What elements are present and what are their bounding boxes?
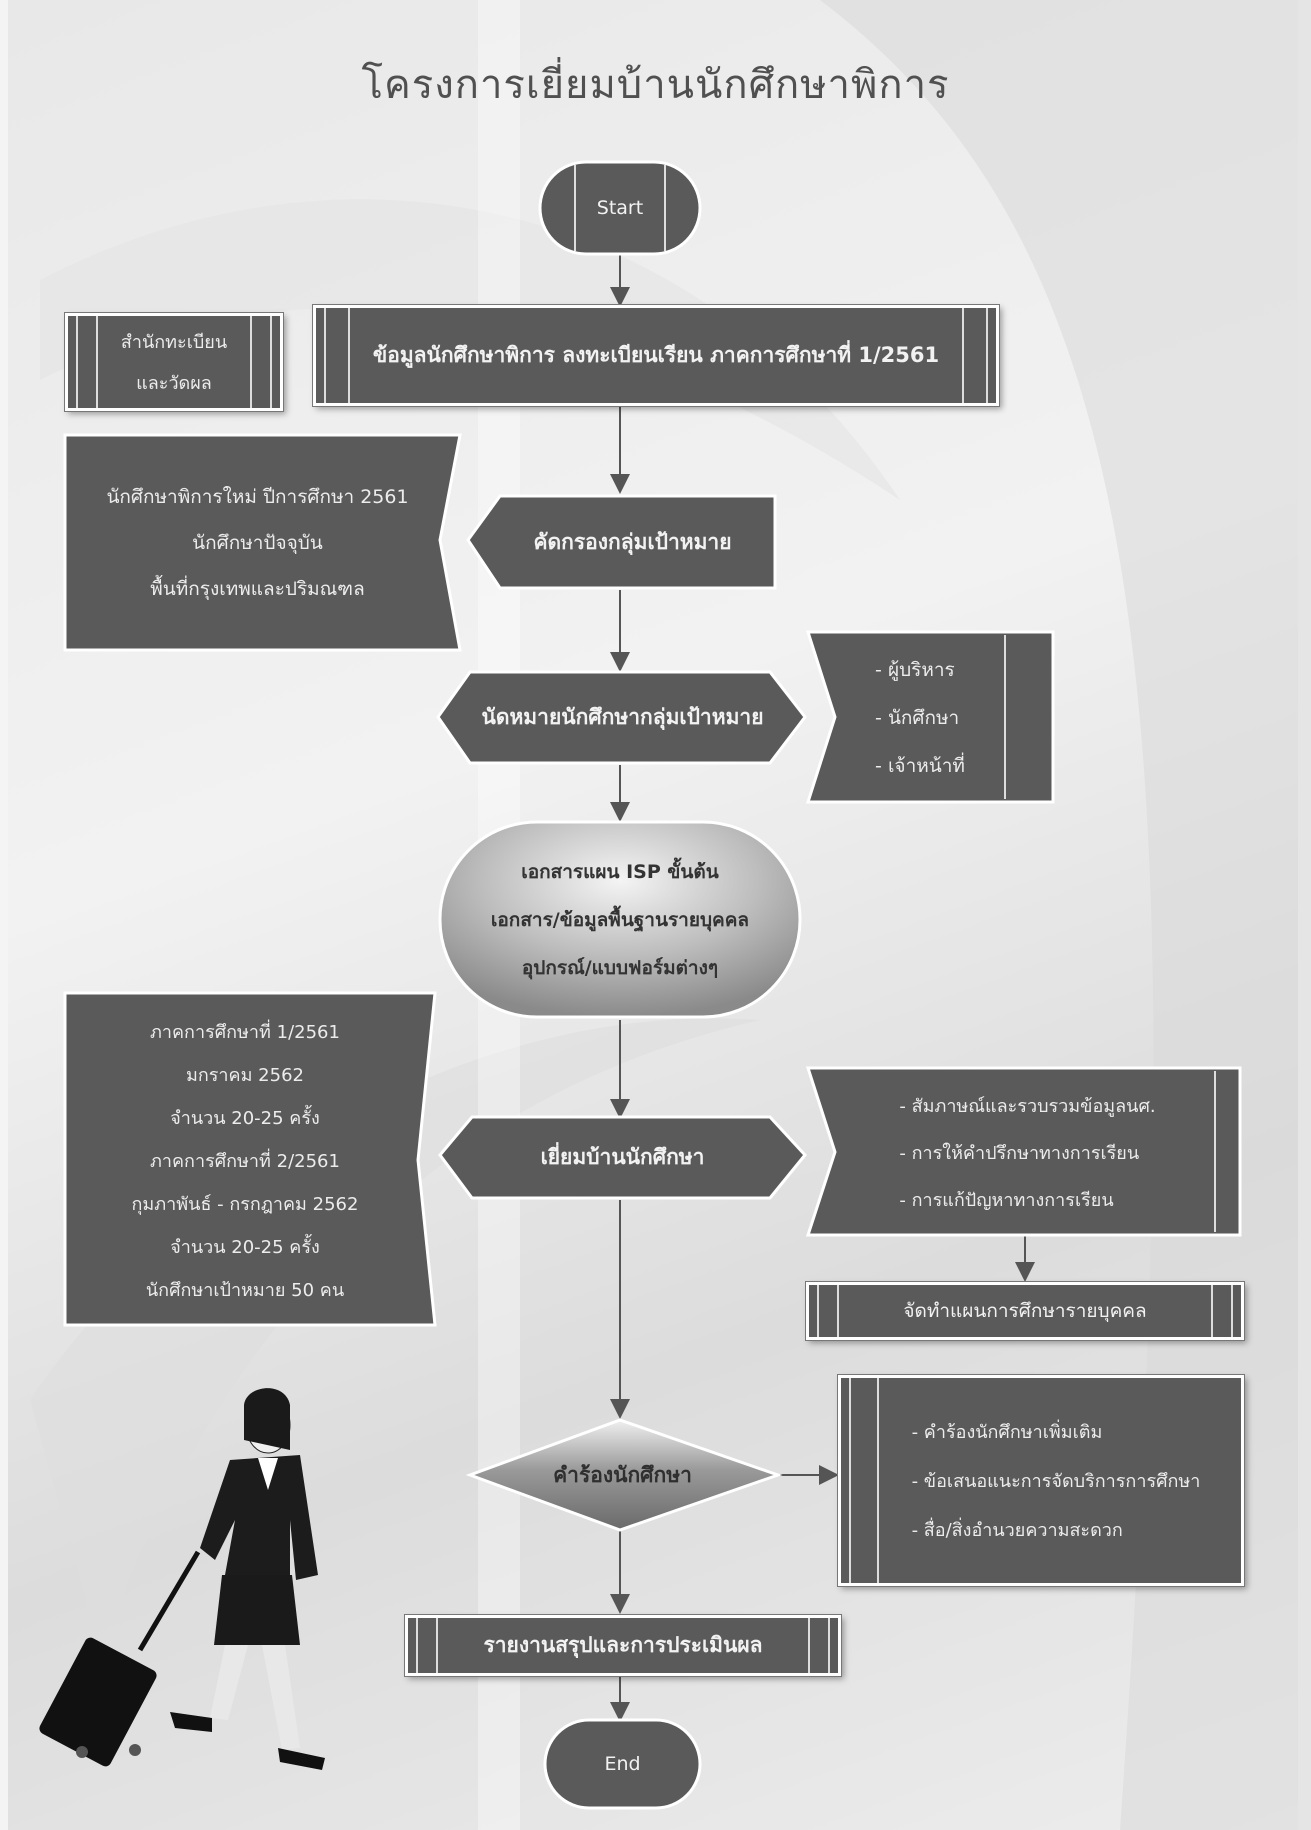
screen-target-label: คัดกรองกลุ่มเป้าหมาย (533, 529, 732, 554)
request-item-2: - ข้อเสนอแนะการจัดบริการการศึกษา (911, 1471, 1201, 1492)
criteria-line-3: พื้นที่กรุงเทพและปริมณฑล (150, 577, 365, 600)
report-label: รายงานสรุปและการประเมินผล (483, 1633, 763, 1657)
schedule-line-2: มกราคม 2562 (186, 1064, 304, 1086)
visit-activity-1: - สัมภาษณ์และรวบรวมข้อมูลนศ. (899, 1096, 1156, 1117)
request-item-1: - คำร้องนักศึกษาเพิ่มเติม (911, 1422, 1103, 1443)
registration-office-box: สำนักทะเบียน และวัดผล (65, 313, 283, 411)
start-terminal: Start (596, 197, 644, 219)
documents-line-1: เอกสารแผน ISP ขั้นต้น (521, 860, 719, 883)
schedule-line-6: จำนวน 20-25 ครั้ง (170, 1236, 320, 1258)
page-title: โครงการเยี่ยมบ้านนักศึกษาพิการ (361, 62, 950, 108)
schedule-line-4: ภาคการศึกษาที่ 2/2561 (150, 1150, 340, 1172)
visit-activity-2: - การให้คำปรึกษาทางการเรียน (899, 1143, 1140, 1164)
request-items-box: - คำร้องนักศึกษาเพิ่มเติม - ข้อเสนอแนะกา… (838, 1375, 1244, 1586)
criteria-line-1: นักศึกษาพิการใหม่ ปีการศึกษา 2561 (106, 485, 409, 508)
traveler-figure (39, 1388, 325, 1770)
registration-office-line-1: สำนักทะเบียน (120, 332, 228, 353)
staff-line-2: - นักศึกษา (875, 706, 960, 729)
appointment-label: นัดหมายนักศึกษากลุ่มเป้าหมาย (481, 705, 764, 729)
documents-box: เอกสารแผน ISP ขั้นต้น เอกสาร/ข้อมูลพื้นฐ… (440, 822, 800, 1017)
registration-office-line-2: และวัดผล (136, 373, 212, 394)
documents-line-2: เอกสาร/ข้อมูลพื้นฐานรายบุคคล (490, 908, 750, 931)
documents-line-3: อุปกรณ์/แบบฟอร์มต่างๆ (521, 956, 719, 979)
individual-plan-label: จัดทำแผนการศึกษารายบุคคล (903, 1300, 1147, 1322)
end-terminal: End (604, 1753, 641, 1775)
schedule-box: ภาคการศึกษาที่ 1/2561 มกราคม 2562 จำนวน … (75, 1005, 415, 1315)
request-item-3: - สื่อ/สิ่งอำนวยความสะดวก (911, 1520, 1123, 1541)
schedule-line-7: นักศึกษาเป้าหมาย 50 คน (145, 1279, 345, 1301)
individual-plan-box: จัดทำแผนการศึกษารายบุคคล (806, 1282, 1244, 1340)
visit-activities-box: - สัมภาษณ์และรวบรวมข้อมูลนศ. - การให้คำป… (845, 1075, 1210, 1230)
staff-line-3: - เจ้าหน้าที่ (875, 754, 965, 777)
student-data-box: ข้อมูลนักศึกษาพิการ ลงทะเบียนเรียน ภาคกา… (313, 305, 999, 406)
schedule-line-3: จำนวน 20-25 ครั้ง (170, 1107, 320, 1129)
report-box: รายงานสรุปและการประเมินผล (405, 1615, 841, 1676)
schedule-line-1: ภาคการศึกษาที่ 1/2561 (150, 1021, 340, 1043)
student-request-label: คำร้องนักศึกษา (553, 1462, 692, 1487)
staff-line-1: - ผู้บริหาร (875, 658, 955, 681)
student-data-label: ข้อมูลนักศึกษาพิการ ลงทะเบียนเรียน ภาคกา… (372, 343, 940, 367)
staff-box: - ผู้บริหาร - นักศึกษา - เจ้าหน้าที่ (840, 640, 1000, 795)
criteria-box: นักศึกษาพิการใหม่ ปีการศึกษา 2561 นักศึก… (75, 445, 440, 640)
home-visit-label: เยี่ยมบ้านนักศึกษา (540, 1145, 705, 1169)
schedule-line-5: กุมภาพันธ์ - กรกฎาคม 2562 (131, 1193, 359, 1215)
visit-activity-3: - การแก้ปัญหาทางการเรียน (899, 1190, 1114, 1211)
criteria-line-2: นักศึกษาปัจจุบัน (192, 531, 323, 554)
